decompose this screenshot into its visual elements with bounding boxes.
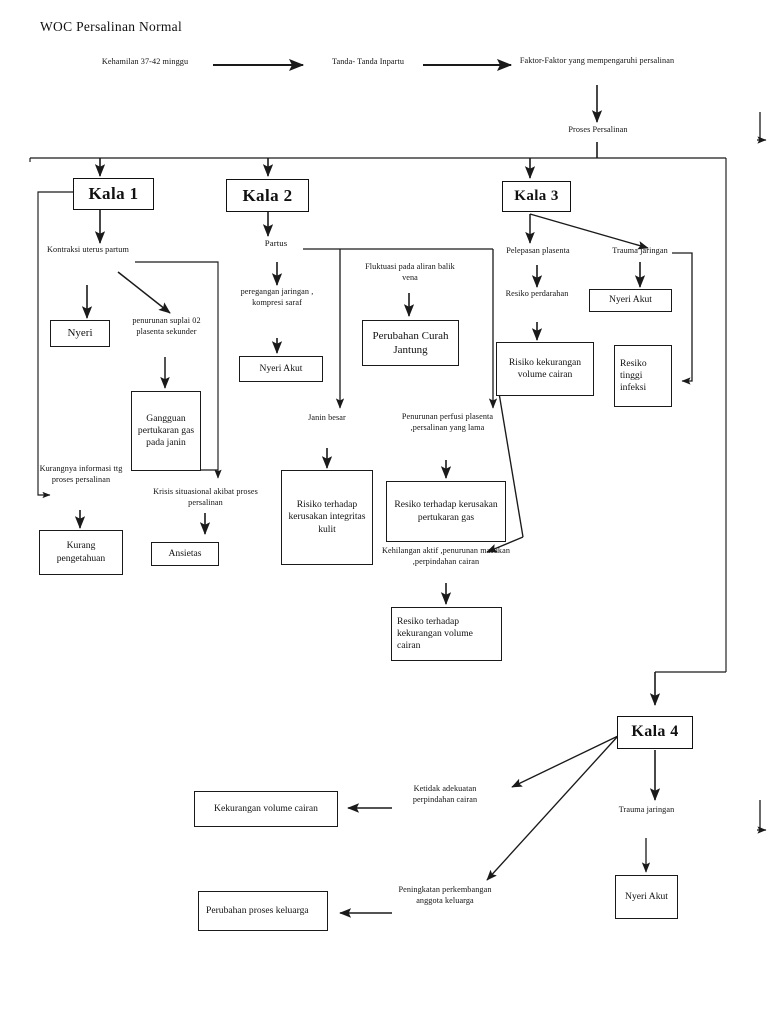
node-perubahan-proses-keluarga[interactable]: Perubahan proses keluarga xyxy=(198,891,328,931)
node-gangguan-pertukaran-gas[interactable]: Gangguan pertukaran gas pada janin xyxy=(131,391,201,471)
node-risiko-kekurangan-volume-cairan-kala3[interactable]: Risiko kekurangan volume cairan xyxy=(496,342,594,396)
node-proses-persalinan: Proses Persalinan xyxy=(568,125,628,134)
node-penurunan-suplai: penurunan suplai 02 plasenta sekunder xyxy=(132,316,201,336)
node-resiko-pertukaran-gas[interactable]: Resiko terhadap kerusakan pertukaran gas xyxy=(386,481,506,542)
node-resiko-kekurangan-volume-cairan-kala2[interactable]: Resiko terhadap kekurangan volume cairan xyxy=(391,607,502,661)
node-nyeri-akut-kala4[interactable]: Nyeri Akut xyxy=(615,875,678,919)
node-krisis-situasional: Krisis situasional akibat proses persali… xyxy=(153,487,258,507)
node-trauma-jaringan-kala3: Trauma jaringan xyxy=(612,246,668,255)
stage-box-kala-3[interactable]: Kala 3 xyxy=(502,181,571,212)
node-fluktuasi-aliran: Fluktuasi pada aliran balik vena xyxy=(365,262,455,282)
node-tanda-inpartu: Tanda- Tanda Inpartu xyxy=(331,57,405,66)
node-nyeri[interactable]: Nyeri xyxy=(50,320,110,347)
node-peningkatan-perkembangan: Peningkatan perkembangan anggota keluarg… xyxy=(398,885,492,905)
node-janin-besar: Janin besar xyxy=(308,413,346,422)
stage-box-kala-2[interactable]: Kala 2 xyxy=(226,179,309,212)
page-title: WOC Persalinan Normal xyxy=(40,19,183,34)
node-trauma-jaringan-kala4: Trauma jaringan xyxy=(618,805,675,814)
node-faktor-faktor: Faktor-Faktor yang mempengaruhi persalin… xyxy=(519,56,675,65)
stage-box-kala-4[interactable]: Kala 4 xyxy=(617,716,693,749)
node-kurangnya-informasi: Kurangnya informasi ttg proses persalina… xyxy=(39,464,123,484)
node-nyeri-akut-kala3[interactable]: Nyeri Akut xyxy=(589,289,672,312)
node-peregangan-jaringan: peregangan jaringan , kompresi saraf xyxy=(240,287,314,307)
node-partus: Partus xyxy=(264,238,288,248)
node-nyeri-akut-kala2[interactable]: Nyeri Akut xyxy=(239,356,323,382)
node-risiko-integritas-kulit[interactable]: Risiko terhadap kerusakan integritas kul… xyxy=(281,470,373,565)
node-ansietas[interactable]: Ansietas xyxy=(151,542,219,566)
node-ketidak-adekuatan: Ketidak adekuatan perpindahan cairan xyxy=(412,784,478,804)
node-kehilangan-aktif: Kehilangan aktif ,penurunan masukan ,per… xyxy=(381,546,511,566)
node-kekurangan-volume-cairan-kala4[interactable]: Kekurangan volume cairan xyxy=(194,791,338,827)
node-kurang-pengetahuan[interactable]: Kurang pengetahuan xyxy=(39,530,123,575)
node-perubahan-curah-jantung[interactable]: Perubahan Curah Jantung xyxy=(362,320,459,366)
node-pelepasan-plasenta: Pelepasan plasenta xyxy=(506,246,570,255)
node-kehamilan: Kehamilan 37-42 minggu xyxy=(101,57,189,66)
node-resiko-tinggi-infeksi[interactable]: Resiko tinggi infeksi xyxy=(614,345,672,407)
node-penurunan-perfusi: Penurunan perfusi plasenta ,persalinan y… xyxy=(401,412,494,432)
stage-box-kala-1[interactable]: Kala 1 xyxy=(73,178,154,210)
node-kontraksi-uterus: Kontraksi uterus partum xyxy=(47,245,129,254)
node-resiko-perdarahan: Resiko perdarahan xyxy=(505,289,569,298)
